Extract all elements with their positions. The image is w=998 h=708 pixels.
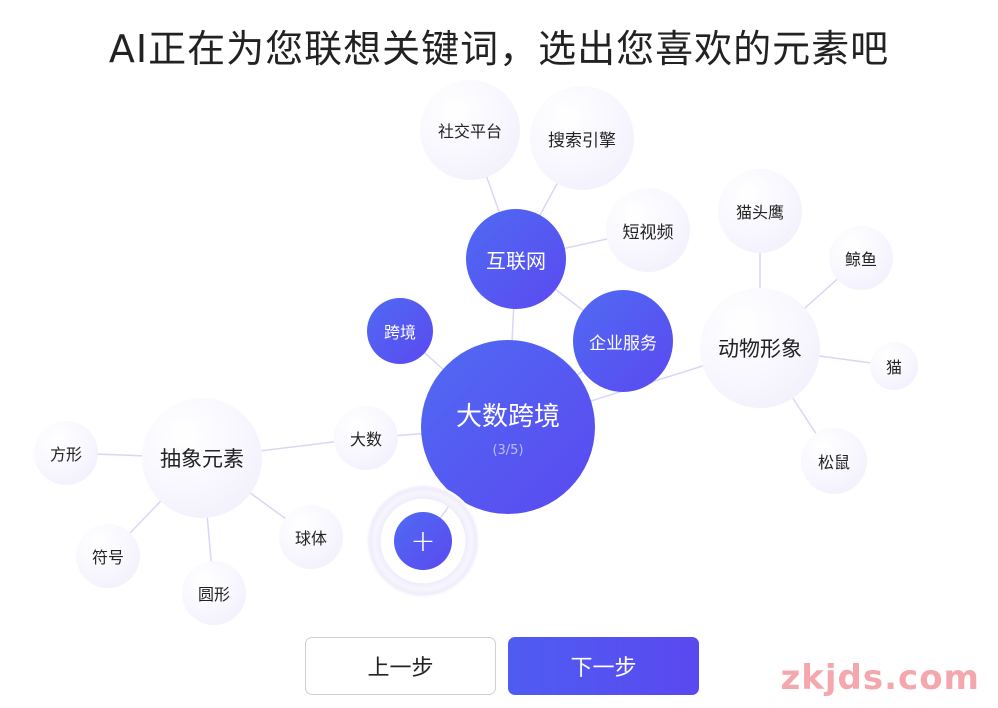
keyword-label: 方形 (49, 445, 82, 464)
keyword-cat[interactable]: 猫 (870, 342, 918, 390)
center-keyword-label: 大数跨境 (455, 402, 560, 432)
keyword-short-video[interactable]: 短视频 (606, 188, 690, 272)
keyword-label: 鲸鱼 (844, 250, 877, 269)
keyword-enterprise-service[interactable]: 企业服务 (573, 290, 673, 392)
keyword-big-number[interactable]: 大数 (334, 406, 398, 470)
keyword-social-platform[interactable]: 社交平台 (420, 80, 520, 180)
keyword-symbol[interactable]: 符号 (76, 524, 140, 588)
keyword-abstract-elements[interactable]: 抽象元素 (142, 398, 262, 518)
keyword-cross-border[interactable]: 跨境 (367, 298, 433, 364)
keyword-label: 动物形象 (718, 337, 802, 361)
keyword-animal-image[interactable]: 动物形象 (700, 288, 820, 408)
keyword-label: 跨境 (383, 323, 416, 342)
prev-step-button[interactable]: 上一步 (305, 637, 496, 695)
keyword-label: 松鼠 (817, 453, 850, 472)
keyword-internet[interactable]: 互联网 (466, 209, 566, 309)
keyword-search-engine[interactable]: 搜索引擎 (530, 86, 634, 190)
plus-icon: + (410, 523, 436, 559)
next-step-button[interactable]: 下一步 (508, 637, 699, 695)
keyword-label: 球体 (294, 529, 327, 548)
keyword-squirrel[interactable]: 松鼠 (801, 428, 867, 494)
keyword-sphere[interactable]: 球体 (279, 505, 343, 569)
selection-progress: (3/5) (492, 443, 524, 458)
keyword-label: 互联网 (486, 248, 546, 273)
keyword-label: 企业服务 (589, 333, 657, 354)
keyword-owl[interactable]: 猫头鹰 (718, 169, 802, 253)
keyword-label: 社交平台 (437, 122, 502, 141)
keyword-label: 猫头鹰 (735, 203, 784, 222)
keyword-whale[interactable]: 鲸鱼 (829, 226, 893, 290)
keyword-square[interactable]: 方形 (34, 421, 98, 485)
add-keyword-button[interactable]: + (394, 512, 452, 570)
keyword-label: 符号 (91, 548, 124, 567)
keyword-label: 大数 (349, 430, 382, 449)
keyword-label: 抽象元素 (160, 447, 244, 471)
keyword-circle[interactable]: 圆形 (182, 561, 246, 625)
keyword-label: 搜索引擎 (548, 130, 616, 151)
page-title: AI正在为您联想关键词，选出您喜欢的元素吧 (108, 27, 890, 71)
keyword-center[interactable]: 大数跨境 (3/5) (421, 340, 595, 514)
keyword-label: 猫 (885, 358, 902, 377)
watermark: zkjds.com (780, 658, 980, 698)
keyword-label: 短视频 (622, 222, 674, 243)
keyword-label: 圆形 (197, 585, 230, 604)
